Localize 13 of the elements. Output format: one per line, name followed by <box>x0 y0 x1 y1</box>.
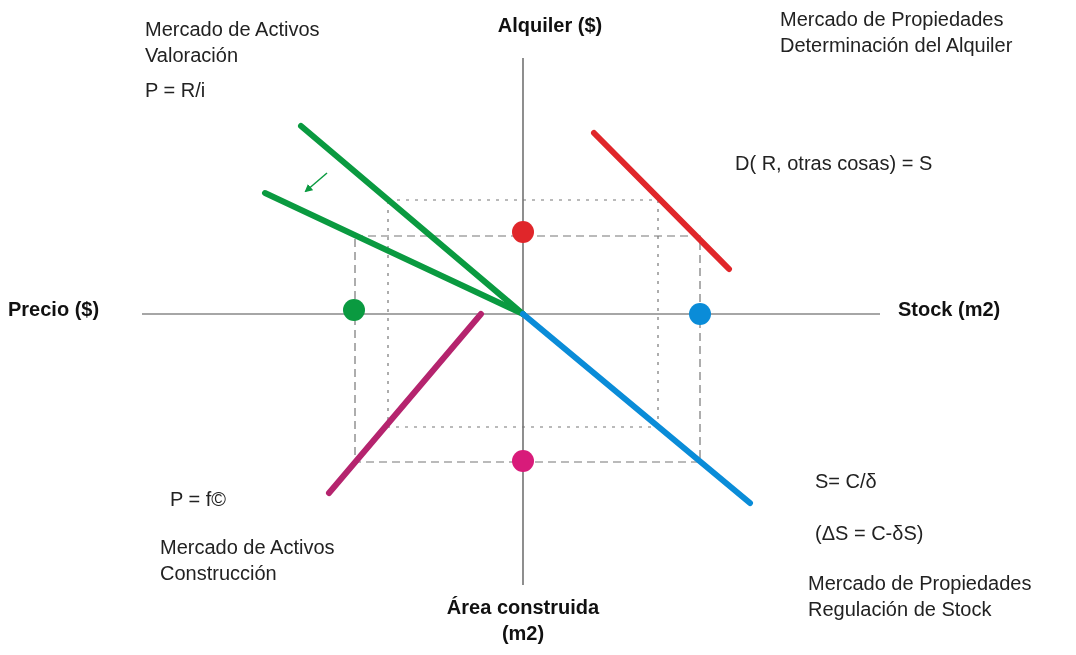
formula-label: (ΔS = C-δS) <box>815 521 925 546</box>
formula-label: D( R, otras cosas) = S <box>735 151 934 176</box>
formula-label: P = f© <box>170 487 228 512</box>
formula-label: S= C/δ <box>815 469 878 494</box>
axis-label: Precio ($) <box>8 297 101 322</box>
quadrant-title: Mercado de Propiedades Regulación de Stock <box>808 571 1033 622</box>
axis-label: Área construida (m2) <box>445 595 601 646</box>
quadrant-title: Mercado de Activos Construcción <box>160 535 336 586</box>
axis-label: Alquiler ($) <box>496 13 604 38</box>
axis-label: Stock (m2) <box>898 297 1002 322</box>
quadrant-title: Mercado de Propiedades Determinación del Alquiler <box>780 7 1014 58</box>
quadrant-title: Mercado de Activos Valoración <box>145 17 321 68</box>
formula-label: P = R/i <box>145 78 207 103</box>
